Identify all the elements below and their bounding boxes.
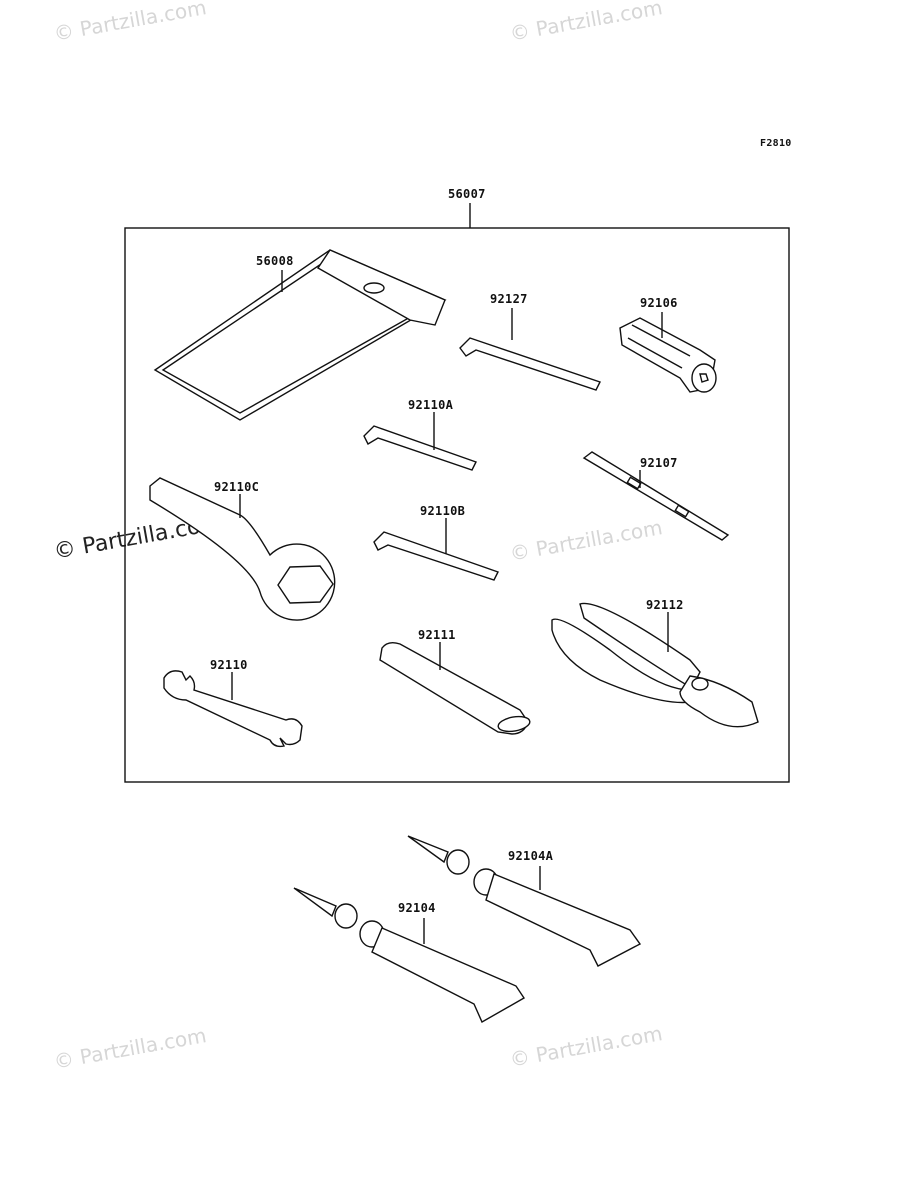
part-label-56007: 56007 [448, 187, 486, 201]
part-label-92106: 92106 [640, 296, 678, 310]
part-label-92112: 92112 [646, 598, 684, 612]
part-label-92110B: 92110B [420, 504, 466, 518]
box-wrench-handle-drawing [379, 641, 531, 735]
ring-wrench-drawing [149, 477, 336, 621]
hex-wrench-a-drawing [363, 412, 477, 471]
part-label-92127: 92127 [490, 292, 528, 306]
figure-code: F2810 [760, 138, 792, 149]
part-label-92104: 92104 [398, 901, 436, 915]
kit-frame [124, 227, 790, 783]
hex-wrench-large-drawing [459, 308, 601, 391]
open-wrench-drawing [163, 670, 303, 748]
part-label-92107: 92107 [640, 456, 678, 470]
hex-wrench-b-drawing [373, 518, 499, 581]
screwdriver-drawing [582, 451, 730, 541]
pliers-drawing [551, 602, 759, 728]
part-label-92104A: 92104A [508, 849, 554, 863]
grease-tube-a-drawing [407, 835, 642, 967]
part-label-92111: 92111 [418, 628, 456, 642]
grease-tube-drawing [293, 887, 525, 1023]
part-label-56008: 56008 [256, 254, 294, 268]
part-label-92110: 92110 [210, 658, 248, 672]
part-label-92110A: 92110A [408, 398, 454, 412]
tool-bag-drawing [153, 249, 447, 421]
part-label-92110C: 92110C [214, 480, 260, 494]
spark-plug-socket-drawing [619, 312, 717, 393]
